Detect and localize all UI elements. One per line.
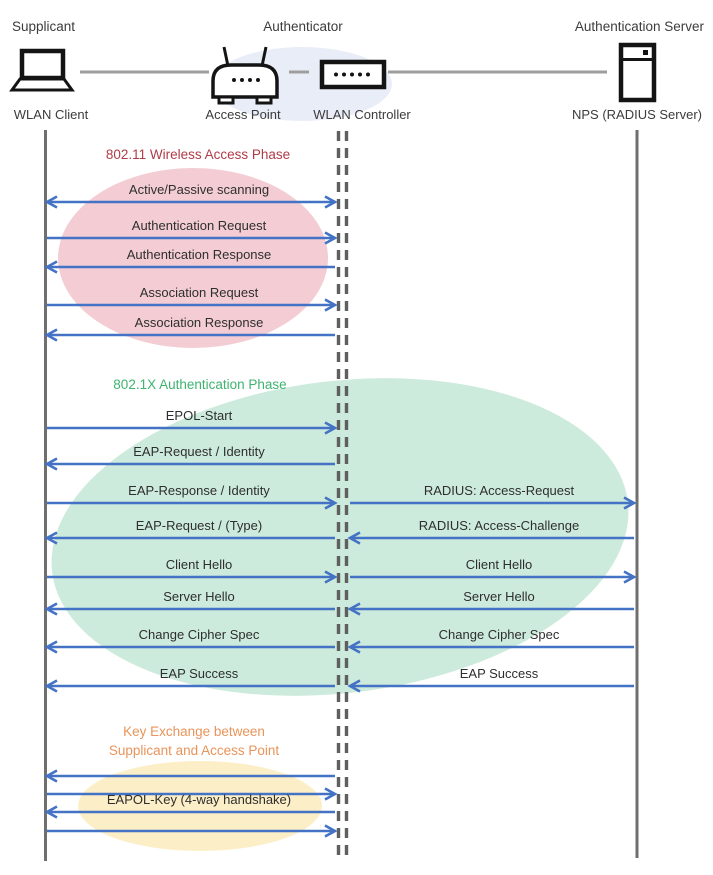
phase-3-ellipse [78,761,322,851]
arrowhead-right [623,570,637,584]
arrowhead-right [324,824,338,838]
message-label: EPOL-Start [165,408,233,423]
message-arrow [44,195,338,209]
arrowhead-right [623,496,637,510]
message-arrow [347,679,634,693]
phase-1-title-text: 802.11 Wireless Access Phase [105,147,291,162]
message-arrow [44,805,335,819]
message-arrow [44,769,335,783]
arrowhead-left [44,769,58,783]
arrowhead-left [347,531,361,545]
arrowhead-left [44,531,58,545]
arrowhead-left [44,195,58,209]
phase-3-title-line-1: Key Exchange between [123,724,265,739]
phase-3-title-line-2: Supplicant and Access Point [108,743,280,758]
message-label: EAP Success [159,666,239,681]
message-arrow [47,421,338,435]
message-label: EAP-Request / (Type) [135,518,263,533]
message-label: Active/Passive scanning [128,182,270,197]
arrowhead-right [324,570,338,584]
message-arrow [347,640,634,654]
message-label: Server Hello [163,589,235,604]
message-label: EAP-Request / Identity [133,444,265,459]
message-label: Change Cipher Spec [438,627,560,642]
arrowhead-left [44,457,58,471]
header-authenticator: Authenticator [263,19,343,34]
message-label: Association Response [134,315,264,330]
arrowhead-right [324,421,338,435]
arrowhead-right [324,496,338,510]
message-label: EAPOL-Key (4-way handshake) [106,792,292,807]
phase-2-title: 802.1X Authentication Phase [50,377,350,392]
message-label: Server Hello [463,589,535,604]
arrowhead-left [44,679,58,693]
server-icon [618,42,657,103]
arrowhead-right [324,231,338,245]
actor-label-access-point: Access Point [205,107,281,122]
phase-2-ellipse [51,378,629,696]
wlan-controller-lifeline-dashed [336,131,349,856]
phase-1-title: 802.11 Wireless Access Phase [48,147,348,162]
access-point-icon [211,46,279,105]
arrowhead-left [44,805,58,819]
message-label: Authentication Response [126,247,272,262]
message-arrow-layer [44,195,637,838]
phase-2-title-text: 802.1X Authentication Phase [113,377,287,392]
message-label: EAP Success [459,666,539,681]
message-arrow [47,496,338,510]
header-authentication-server: Authentication Server [574,19,704,34]
message-arrow [47,231,338,245]
laptop-icon [9,48,75,92]
arrowhead-left [44,260,58,274]
message-arrow [47,570,338,584]
message-arrow [47,824,338,838]
arrowhead-right [324,787,338,801]
message-arrow [44,457,335,471]
wlan-controller-icon [319,59,387,90]
message-arrow [350,570,637,584]
phase-1-ellipse [58,168,328,348]
message-label: EAP-Response / Identity [128,483,270,498]
message-arrow [47,298,338,312]
arrowhead-left [347,679,361,693]
arrowhead-right [324,298,338,312]
message-label: Client Hello [165,557,233,572]
message-arrow [47,787,338,801]
message-arrow [350,496,637,510]
message-arrow [44,260,335,274]
message-arrow [347,531,634,545]
arrowhead-left [44,328,58,342]
message-label: Change Cipher Spec [138,627,260,642]
message-arrow [44,328,335,342]
message-label: RADIUS: Access-Challenge [418,518,580,533]
actor-label-wlan-client: WLAN Client [13,107,89,122]
arrowhead-left [44,602,58,616]
arrowhead-left [347,640,361,654]
message-label: Association Request [139,285,259,300]
phase-3-title: Key Exchange between Supplicant and Acce… [44,722,344,760]
message-arrow [44,602,335,616]
header-supplicant: Supplicant [12,19,76,34]
message-label: Authentication Request [131,218,267,233]
message-arrow [44,531,335,545]
message-label: Client Hello [465,557,533,572]
arrowhead-left [347,602,361,616]
message-arrow [347,602,634,616]
message-label: RADIUS: Access-Request [423,483,575,498]
message-arrow [44,640,335,654]
actor-label-wlan-controller: WLAN Controller [313,107,411,122]
arrowhead-right [324,195,338,209]
message-arrow [44,679,335,693]
actor-label-nps: NPS (RADIUS Server) [571,107,703,122]
arrowhead-left [44,640,58,654]
